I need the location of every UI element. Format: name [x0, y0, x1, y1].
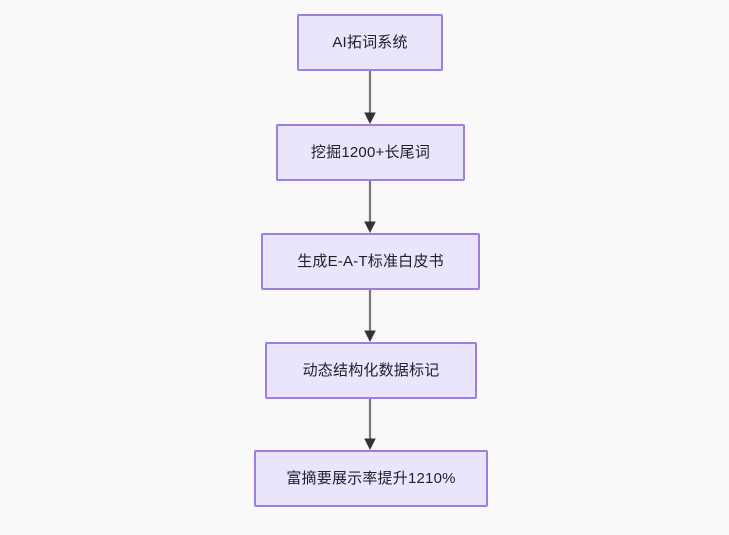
flow-node-label: 挖掘1200+长尾词	[310, 143, 431, 161]
edge-n1-n2	[364, 71, 376, 124]
flow-node-label: 富摘要展示率提升1210%	[286, 469, 456, 487]
flow-node-ai-keyword-system[interactable]: AI拓词系统	[297, 14, 443, 71]
flow-node-label: 生成E-A-T标准白皮书	[297, 252, 444, 270]
flow-node-label: 动态结构化数据标记	[302, 361, 440, 379]
flow-node-dynamic-structured-data-markup[interactable]: 动态结构化数据标记	[265, 342, 477, 399]
edge-n3-n4	[364, 290, 376, 342]
edge-n4-n5	[364, 399, 376, 450]
flow-node-mine-longtail-keywords[interactable]: 挖掘1200+长尾词	[276, 124, 465, 181]
flow-node-generate-eat-whitepaper[interactable]: 生成E-A-T标准白皮书	[261, 233, 480, 290]
edge-n2-n3	[364, 181, 376, 233]
flow-node-rich-snippet-impression-lift[interactable]: 富摘要展示率提升1210%	[254, 450, 488, 507]
flow-node-label: AI拓词系统	[332, 33, 408, 51]
